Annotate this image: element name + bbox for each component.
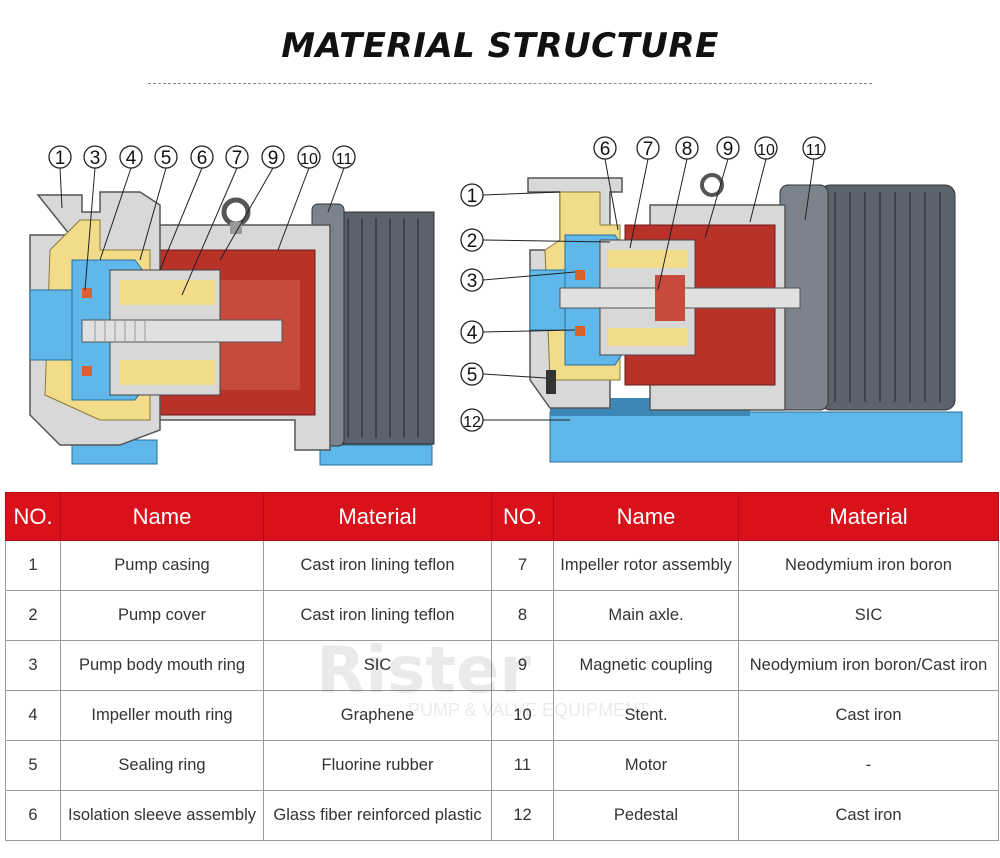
table-cell: 9 — [491, 640, 554, 691]
table-row: 4 Impeller mouth ring Graphene 10 Stent.… — [5, 690, 999, 741]
table-cell: Stent. — [553, 690, 739, 741]
table-cell: Pump cover — [60, 590, 264, 641]
table-cell: SIC — [263, 640, 492, 691]
header-material: Material — [263, 492, 492, 541]
table-cell: Cast iron lining teflon — [263, 590, 492, 641]
table-cell: 1 — [5, 540, 61, 591]
right-callouts: 6 7 8 9 10 11 1 2 3 4 5 12 — [460, 136, 826, 432]
table-cell: Cast iron — [738, 690, 999, 741]
table-cell: Motor — [553, 740, 739, 791]
callout-label: 12 — [463, 414, 481, 431]
callout-label: 8 — [682, 139, 693, 160]
callout-label: 6 — [197, 148, 208, 169]
table-cell: Impeller mouth ring — [60, 690, 264, 741]
table-cell: Glass fiber reinforced plastic — [263, 790, 492, 841]
table-cell: 10 — [491, 690, 554, 741]
table-cell: - — [738, 740, 999, 791]
table-cell: Pump casing — [60, 540, 264, 591]
callout-label: 10 — [757, 142, 775, 159]
table-cell: 6 — [5, 790, 61, 841]
material-table: NO. Name Material NO. Name Material 1 Pu… — [5, 492, 999, 841]
table-cell: SIC — [738, 590, 999, 641]
left-pump-diagram: 1 3 4 5 6 7 9 10 11 — [0, 130, 470, 475]
callout-label: 1 — [55, 148, 66, 169]
callout-label: 9 — [723, 139, 734, 160]
table-row: 3 Pump body mouth ring SIC 9 Magnetic co… — [5, 640, 999, 691]
callout-label: 5 — [161, 148, 172, 169]
table-cell: 3 — [5, 640, 61, 691]
table-cell: Main axle. — [553, 590, 739, 641]
callout-label: 11 — [806, 142, 823, 159]
callout-label: 1 — [467, 186, 478, 207]
title-divider — [148, 83, 872, 84]
callout-label: 5 — [467, 365, 478, 386]
table-cell: Neodymium iron boron/Cast iron — [738, 640, 999, 691]
callout-label: 4 — [467, 323, 478, 344]
table-cell: Neodymium iron boron — [738, 540, 999, 591]
table-header-row: NO. Name Material NO. Name Material — [5, 492, 999, 541]
table-cell: 4 — [5, 690, 61, 741]
table-cell: 8 — [491, 590, 554, 641]
table-cell: Sealing ring — [60, 740, 264, 791]
header-no: NO. — [491, 492, 554, 541]
table-cell: Cast iron — [738, 790, 999, 841]
table-cell: Pump body mouth ring — [60, 640, 264, 691]
table-cell: Cast iron lining teflon — [263, 540, 492, 591]
callout-label: 2 — [467, 231, 478, 252]
table-cell: Isolation sleeve assembly — [60, 790, 264, 841]
table-row: 6 Isolation sleeve assembly Glass fiber … — [5, 790, 999, 841]
table-cell: 11 — [491, 740, 554, 791]
callout-label: 4 — [126, 148, 137, 169]
callout-label: 6 — [600, 139, 611, 160]
page-title: MATERIAL STRUCTURE — [281, 26, 719, 66]
header-material: Material — [738, 492, 999, 541]
right-pump-diagram: 6 7 8 9 10 11 1 2 3 4 5 12 — [450, 130, 970, 475]
table-cell: Impeller rotor assembly — [553, 540, 739, 591]
table-cell: 5 — [5, 740, 61, 791]
callout-label: 3 — [467, 271, 478, 292]
table-row: 1 Pump casing Cast iron lining teflon 7 … — [5, 540, 999, 591]
table-cell: 2 — [5, 590, 61, 641]
table-cell: 7 — [491, 540, 554, 591]
callout-label: 9 — [268, 148, 279, 169]
table-cell: Magnetic coupling — [553, 640, 739, 691]
callout-label: 7 — [643, 139, 654, 160]
table-row: 2 Pump cover Cast iron lining teflon 8 M… — [5, 590, 999, 641]
table-cell: Graphene — [263, 690, 492, 741]
table-cell: Fluorine rubber — [263, 740, 492, 791]
left-callouts: 1 3 4 5 6 7 9 10 11 — [48, 145, 356, 296]
header-name: Name — [553, 492, 739, 541]
table-row: 5 Sealing ring Fluorine rubber 11 Motor … — [5, 740, 999, 791]
table-cell: 12 — [491, 790, 554, 841]
callout-label: 7 — [232, 148, 243, 169]
header-no: NO. — [5, 492, 61, 541]
callout-label: 11 — [336, 151, 353, 168]
callout-label: 10 — [300, 151, 318, 168]
table-cell: Pedestal — [553, 790, 739, 841]
header-name: Name — [60, 492, 264, 541]
callout-label: 3 — [90, 148, 101, 169]
